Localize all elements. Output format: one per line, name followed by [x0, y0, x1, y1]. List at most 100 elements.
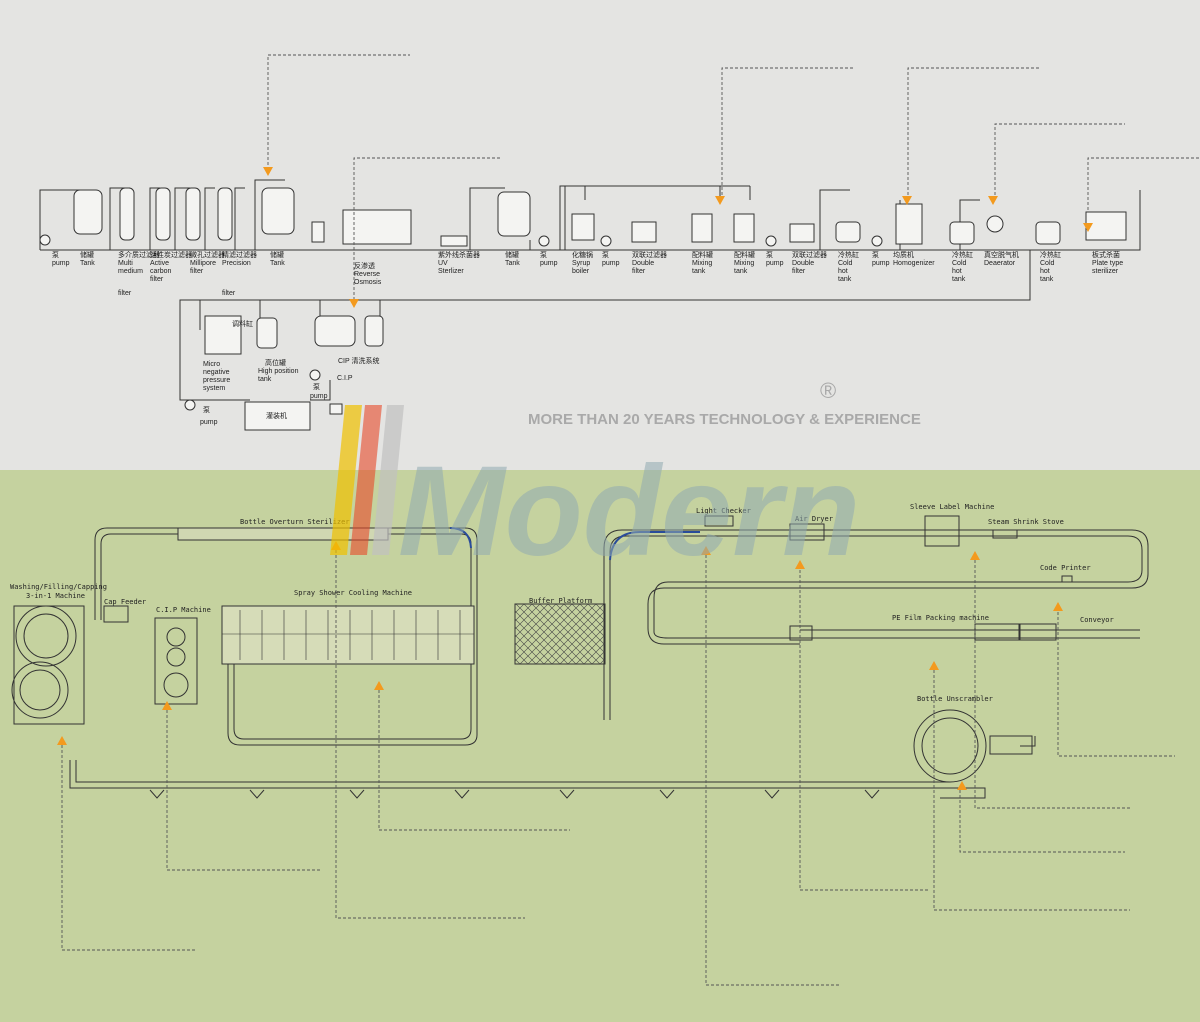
sub-equipment-shapes	[184, 315, 384, 431]
plate-sterilizer-icon	[1085, 211, 1127, 241]
filter-icon	[155, 187, 171, 241]
syrup-boiler-label: 化糖锅	[572, 250, 593, 259]
cold-hot-tank3-label: tank	[1040, 276, 1054, 283]
reverse-osmosis-label: Osmosis	[354, 279, 382, 286]
machine-shapes	[11, 515, 1073, 783]
pump3-label: pump	[602, 260, 620, 267]
sleeve-label-label: Sleeve Label Machine	[910, 503, 994, 511]
tank2-label: Tank	[270, 260, 285, 267]
pump2-label: pump	[540, 260, 558, 267]
pump-icon	[871, 235, 883, 247]
main-pipeline	[39, 179, 1141, 401]
logo-stripe-red	[350, 405, 382, 555]
uv-icon	[440, 235, 468, 247]
bottle-overturn-label: Bottle Overturn Sterilizer	[240, 518, 350, 526]
filter-icon	[185, 187, 201, 241]
logo-stripe-yellow	[330, 405, 362, 555]
pump-label: pump	[310, 393, 328, 400]
device-icon	[311, 221, 325, 243]
millipore-filter-label: 微孔过滤器	[190, 250, 225, 259]
carbon-filter-label: filter	[150, 276, 164, 283]
mixing-tank2-label: Mixing	[734, 260, 754, 267]
tank-icon	[835, 221, 861, 243]
mixing-tank2-label: tank	[734, 268, 748, 275]
callout-leaders-top	[267, 54, 1200, 300]
carbon-filter-label: Active	[150, 260, 169, 267]
homogenizer-icon	[895, 203, 923, 245]
unscrambler-label: Bottle Unscrambler	[917, 695, 993, 703]
arrow-marker	[957, 781, 967, 790]
pump-label: pump	[200, 419, 218, 426]
cold-hot-tank3-label: 冷热缸	[1040, 250, 1061, 259]
micro-negative-label: pressure	[203, 377, 230, 384]
precision-filter-label: 精滤过滤器	[222, 250, 257, 259]
cip-short-label: C.I.P	[337, 375, 353, 382]
arrow-marker	[970, 551, 980, 560]
double-filter1-label: 双联过滤器	[632, 250, 667, 259]
arrow-marker	[263, 167, 273, 176]
washing-filling-label: Washing/Filling/Capping	[10, 583, 107, 591]
three-in-one-label: 3-in-1 Machine	[26, 592, 85, 600]
cap-feeder-label: Cap Feeder	[104, 598, 146, 606]
tank1-label: 储罐	[80, 250, 94, 259]
cold-hot-tank1-label: hot	[838, 268, 848, 275]
filter-icon	[217, 187, 233, 241]
top-equipment-labels: 泵pump储罐Tank多介质过滤器Multimediumfilter活性炭过滤器…	[52, 250, 1123, 297]
callout-leaders-bottom	[61, 550, 1175, 986]
pump-icon	[309, 369, 321, 381]
double-filter-icon	[631, 221, 657, 243]
carbon-filter-label: carbon	[150, 268, 172, 275]
pump-cn-label: 泵	[203, 406, 210, 414]
arrow-marker	[162, 701, 172, 710]
light-checker-label: Light Checker	[696, 507, 751, 515]
homogenizer-label: 均质机	[893, 250, 914, 259]
millipore-filter-label: Millipore	[190, 260, 216, 267]
logo-stripe-gray	[372, 405, 404, 555]
reverse-osmosis-label: Reverse	[354, 271, 380, 278]
cold-hot-tank3-label: Cold	[1040, 260, 1055, 267]
multi-filter-label: Multi	[118, 260, 133, 267]
tank3-label: Tank	[505, 260, 520, 267]
cold-hot-tank3-label: hot	[1040, 268, 1050, 275]
homogenizer-label: Homogenizer	[893, 260, 935, 267]
filter-icon	[119, 187, 135, 241]
device-icon	[329, 403, 343, 415]
arrow-marker	[795, 560, 805, 569]
arrow-marker	[902, 196, 912, 205]
multi-filter-label: filter	[118, 290, 132, 297]
deaerator-label: 真空脱气机	[984, 250, 1019, 259]
pump4-label: pump	[766, 260, 784, 267]
tank2-label: 储罐	[270, 250, 284, 259]
filler-icon	[244, 401, 311, 431]
boiler-icon	[571, 213, 595, 241]
mixing-tank2-label: 配料罐	[734, 250, 755, 259]
high-tank-label: tank	[258, 376, 272, 383]
cip-tank-icon	[364, 315, 384, 347]
double-filter1-label: filter	[632, 268, 646, 275]
ro-unit-icon	[342, 209, 412, 245]
multi-filter-label: medium	[118, 268, 143, 275]
pump1-label: 泵	[52, 251, 59, 259]
brand-name: Modern	[398, 440, 860, 583]
steam-shrink-label: Steam Shrink Stove	[988, 518, 1064, 526]
mixing-tank-icon	[733, 213, 755, 243]
micro-negative-label: Micro	[203, 361, 220, 368]
carbon-filter-label: 活性炭过滤器	[150, 250, 192, 259]
filler-label: 灌装机	[266, 411, 287, 420]
pump2-label: 泵	[540, 251, 547, 259]
micro-negative-icon	[204, 315, 242, 355]
brand-watermark: Modern MORE THAN 20 YEARS TECHNOLOGY & E…	[330, 378, 921, 583]
arrow-marker	[988, 196, 998, 205]
reverse-osmosis-label: 反渗透	[354, 261, 375, 270]
double-filter2-label: Double	[792, 260, 814, 267]
uv-sterilizer-label: Sterlizer	[438, 268, 464, 275]
plate-sterilizer-label: Plate type	[1092, 260, 1123, 267]
double-filter2-label: filter	[792, 268, 806, 275]
spray-shower-label: Spray Shower Cooling Machine	[294, 589, 412, 597]
pump-icon	[184, 399, 196, 411]
tank-icon	[73, 189, 103, 235]
millipore-filter-label: filter	[190, 268, 204, 275]
cold-hot-tank1-label: Cold	[838, 260, 853, 267]
